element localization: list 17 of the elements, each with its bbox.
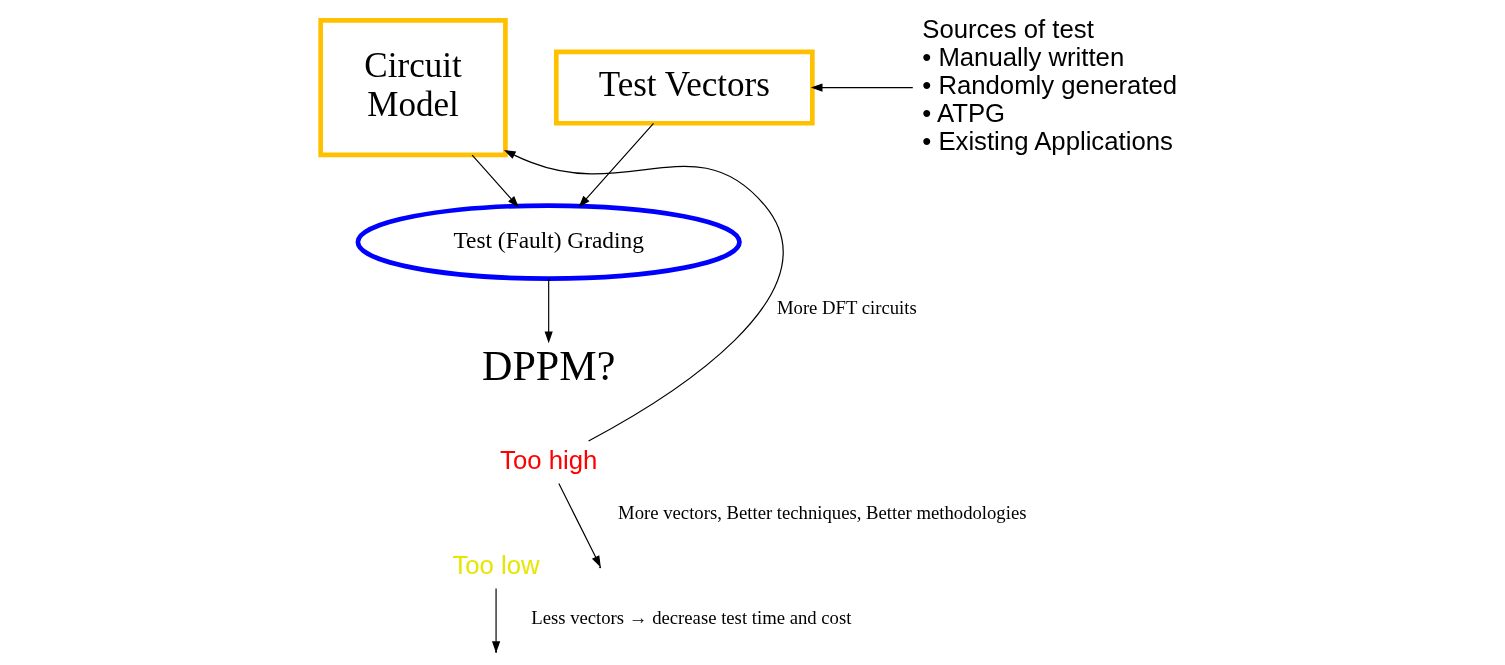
edge-label: Less vectors → decrease test time and cost — [530, 607, 851, 629]
edge-label: More vectors, Better techniques, Better methodologies — [617, 502, 1026, 524]
arrow — [491, 587, 500, 654]
arrow — [578, 122, 654, 208]
arrow — [557, 482, 601, 568]
node-text: Too low — [451, 550, 540, 579]
node-text: Sources of test • Manually written • Randomly generated • ATPG • Existing Applications — [921, 15, 1177, 156]
arrow — [810, 83, 913, 92]
node-ellipse: Test (Fault) Grading — [355, 203, 742, 281]
node-box: Test Vectors — [553, 49, 815, 126]
node-text: DPPM? — [481, 341, 615, 389]
arrow — [471, 154, 519, 208]
node-text: Too high — [499, 445, 597, 474]
arrow — [544, 277, 553, 344]
arrow — [503, 150, 784, 442]
node-box: Circuit Model — [317, 18, 508, 158]
edge-label: More DFT circuits — [776, 297, 917, 319]
